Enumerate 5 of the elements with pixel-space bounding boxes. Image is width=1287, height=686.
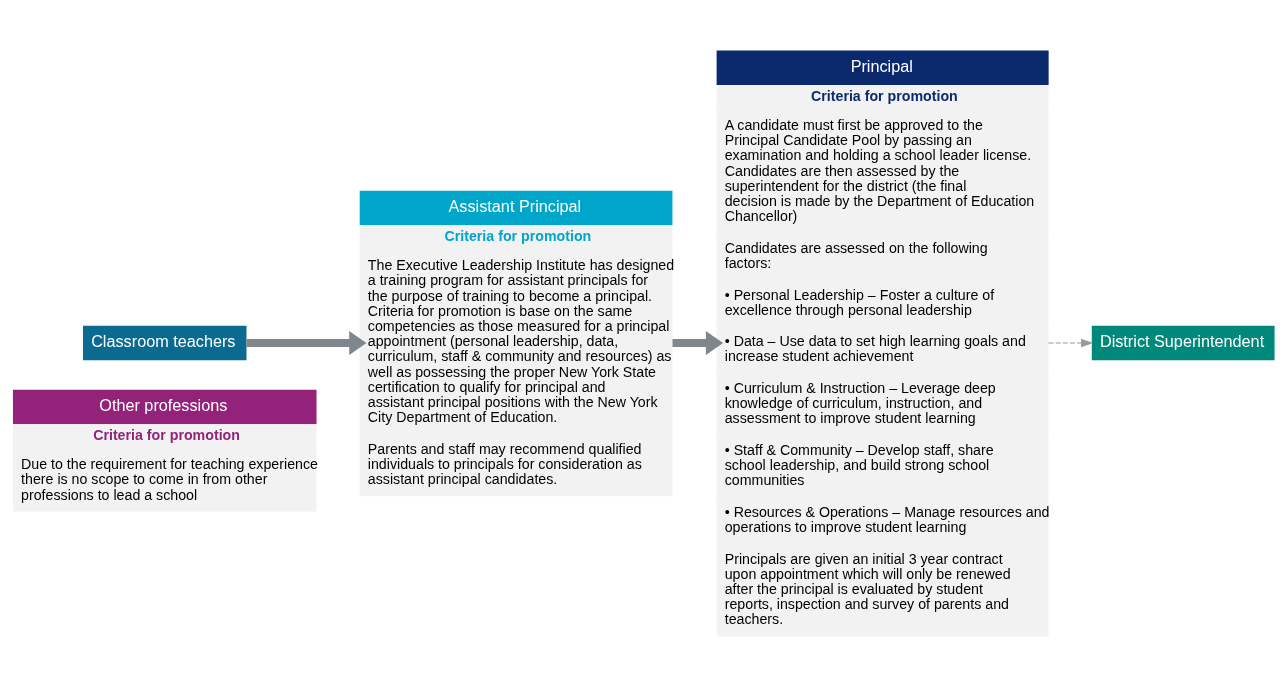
node-box: Classroom teachers	[83, 325, 247, 361]
arrow	[246, 330, 367, 356]
node-box: District Superintendent	[1091, 325, 1275, 361]
arrow	[672, 330, 724, 356]
arrow	[1047, 338, 1094, 348]
